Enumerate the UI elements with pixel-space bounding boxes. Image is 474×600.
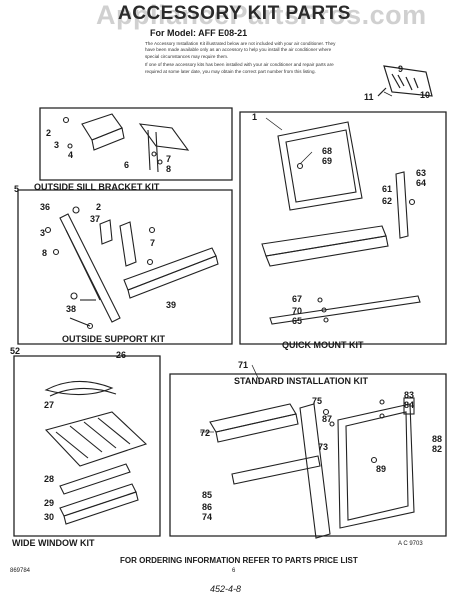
standard-kit-parts bbox=[209, 397, 415, 539]
standard-kit-label: STANDARD INSTALLATION KIT bbox=[234, 376, 368, 386]
part-number-70: 70 bbox=[292, 306, 303, 316]
quick-mount-kit-parts bbox=[261, 121, 421, 325]
part-number-71: 71 bbox=[238, 360, 249, 370]
intro-paragraph-1: The Accessory Installation Kit illustrat… bbox=[145, 41, 336, 59]
part-number-27: 27 bbox=[44, 400, 55, 410]
part-number-87: 87 bbox=[322, 414, 333, 424]
part-number-5: 5 bbox=[14, 184, 20, 194]
ordering-info: FOR ORDERING INFORMATION REFER TO PARTS … bbox=[120, 556, 358, 565]
part-number-7: 7 bbox=[166, 154, 172, 164]
standard-kit-frame bbox=[169, 373, 447, 537]
support-part-number-8: 8 bbox=[42, 248, 48, 258]
intro-text: The Accessory Installation Kit illustrat… bbox=[145, 41, 340, 77]
wide-window-kit-parts bbox=[44, 380, 148, 525]
part-number-36: 36 bbox=[40, 202, 51, 212]
support-kit-frame bbox=[17, 189, 233, 345]
part-number-8: 8 bbox=[166, 164, 172, 174]
support-kit-label: OUTSIDE SUPPORT KIT bbox=[62, 334, 166, 344]
part-number-29: 29 bbox=[44, 498, 55, 508]
support-kit-parts bbox=[44, 206, 219, 330]
part-number-72: 72 bbox=[200, 428, 211, 438]
part-number-52: 52 bbox=[10, 346, 21, 356]
part-number-3: 3 bbox=[54, 140, 60, 150]
part-number-62: 62 bbox=[382, 196, 393, 206]
part-number-30: 30 bbox=[44, 512, 55, 522]
wide-window-kit-label: WIDE WINDOW KIT bbox=[12, 538, 95, 548]
part-number-28: 28 bbox=[44, 474, 55, 484]
part-number-83: 83 bbox=[404, 390, 415, 400]
sill-kit-frame bbox=[39, 107, 233, 181]
support-part-number-7: 7 bbox=[150, 238, 156, 248]
part-number-73: 73 bbox=[318, 442, 329, 452]
document-number: 869784 bbox=[10, 568, 31, 574]
intro-paragraph-2: If one of these accessory kits has been … bbox=[145, 62, 334, 74]
hardware-bag-drawing bbox=[377, 65, 433, 97]
support-part-number-2: 2 bbox=[96, 202, 102, 212]
part-number-37: 37 bbox=[90, 214, 101, 224]
part-number-4: 4 bbox=[68, 150, 74, 160]
part-number-64: 64 bbox=[416, 178, 427, 188]
part-number-39: 39 bbox=[166, 300, 177, 310]
art-code: A C 9703 bbox=[398, 541, 423, 547]
wide-window-kit-frame bbox=[13, 355, 161, 537]
quick-mount-kit-label: QUICK MOUNT KIT bbox=[282, 340, 364, 350]
part-number-63: 63 bbox=[416, 168, 427, 178]
leader-lines bbox=[200, 91, 393, 433]
part-number-65: 65 bbox=[292, 316, 303, 326]
part-number-6: 6 bbox=[124, 160, 130, 170]
part-number-1: 1 bbox=[252, 112, 258, 122]
part-number-38: 38 bbox=[66, 304, 77, 314]
part-number-67: 67 bbox=[292, 294, 303, 304]
part-number-69: 69 bbox=[322, 156, 333, 166]
page-title: ACCESSORY KIT PARTS bbox=[118, 3, 351, 24]
part-number-26: 26 bbox=[116, 350, 127, 360]
part-number-68: 68 bbox=[322, 146, 333, 156]
quick-mount-kit-frame bbox=[239, 111, 447, 345]
part-number-9: 9 bbox=[398, 64, 404, 74]
part-number-2: 2 bbox=[46, 128, 52, 138]
part-number-10: 10 bbox=[420, 90, 431, 100]
sill-kit-parts bbox=[62, 113, 190, 173]
part-number-89: 89 bbox=[376, 464, 387, 474]
part-number-88: 88 bbox=[432, 434, 443, 444]
part-number-84: 84 bbox=[404, 400, 415, 410]
page-number: 6 bbox=[232, 568, 236, 574]
part-number-85: 85 bbox=[202, 490, 213, 500]
part-number-75: 75 bbox=[312, 396, 323, 406]
part-number-86: 86 bbox=[202, 502, 213, 512]
model-number: For Model: AFF E08-21 bbox=[150, 28, 248, 38]
handwritten-note: 452-4-8 bbox=[210, 584, 242, 594]
part-number-82: 82 bbox=[432, 444, 443, 454]
sill-kit-label: OUTSIDE SILL BRACKET KIT bbox=[34, 182, 160, 192]
part-number-11: 11 bbox=[364, 92, 374, 102]
part-number-61: 61 bbox=[382, 184, 393, 194]
watermark: AppliancePartsPros.com bbox=[96, 0, 427, 30]
part-number-74: 74 bbox=[202, 512, 213, 522]
support-part-number-3: 3 bbox=[40, 228, 46, 238]
